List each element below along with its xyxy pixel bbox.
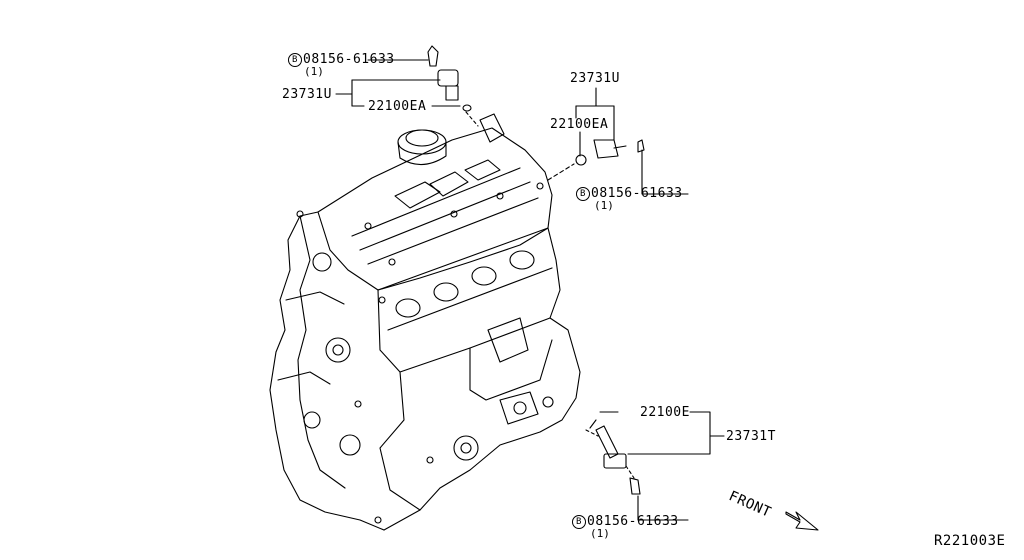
bolt-mark-icon: B — [576, 187, 590, 201]
bolt-mark-icon: B — [288, 53, 302, 67]
exhaust-cam-sensor-drawing — [547, 139, 645, 181]
bolt-exhaust-qty: (1) — [594, 199, 614, 212]
engine-outline — [269, 127, 581, 531]
intake-cam-sensor-drawing — [427, 45, 505, 143]
sensor-exhaust-label: 23731U — [570, 71, 620, 86]
crank-sensor-label: 23731T — [726, 429, 776, 444]
oring-intake-top-label: 22100EA — [368, 99, 427, 114]
bolt-crank-number: 08156-61633 — [587, 514, 679, 529]
bolt-top-qty: (1) — [304, 65, 324, 78]
oring-exhaust-label: 22100EA — [550, 117, 609, 132]
figure-code: R221003E — [934, 533, 1006, 549]
front-arrow-icon — [785, 511, 819, 531]
bolt-exhaust-number: 08156-61633 — [591, 186, 683, 201]
crank-oring-label: 22100E — [640, 405, 690, 420]
leader-lines — [335, 59, 725, 521]
bolt-crank-qty: (1) — [590, 527, 610, 540]
bolt-mark-icon: B — [572, 515, 586, 529]
crank-sensor-drawing — [585, 419, 641, 495]
bolt-top-number: 08156-61633 — [303, 52, 395, 67]
sensor-intake-top-label: 23731U — [282, 87, 332, 102]
